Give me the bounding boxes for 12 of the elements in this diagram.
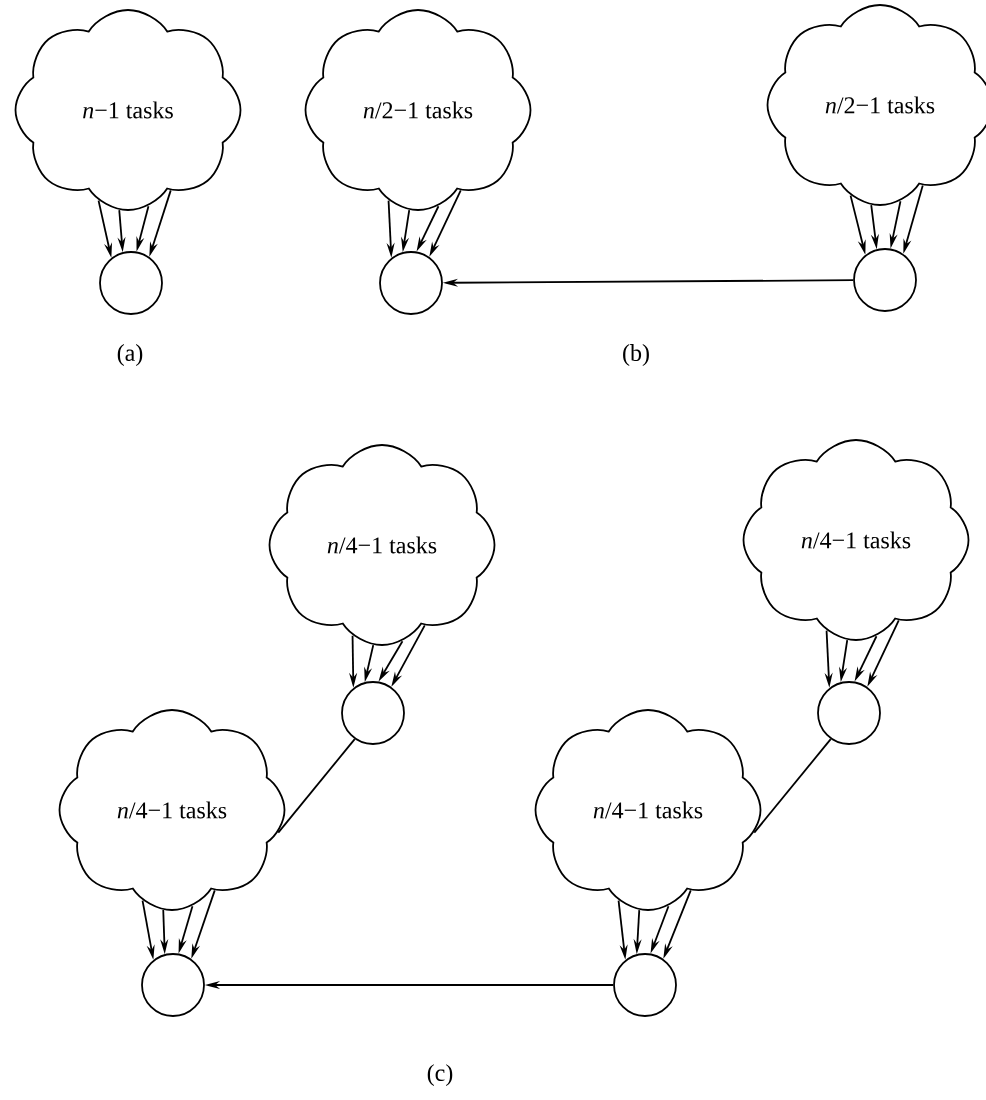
connector-line [277,738,356,834]
circle-node [341,681,405,745]
connector-line [753,738,832,834]
panel-label: (a) [117,344,143,366]
circle-node [613,953,677,1017]
panel-label: (c) [427,1064,453,1086]
panel-label: (b) [623,344,649,366]
circle-node [99,251,163,315]
circle-node [379,251,443,315]
circle-node [817,681,881,745]
circle-node [141,953,205,1017]
circle-node [853,248,917,312]
